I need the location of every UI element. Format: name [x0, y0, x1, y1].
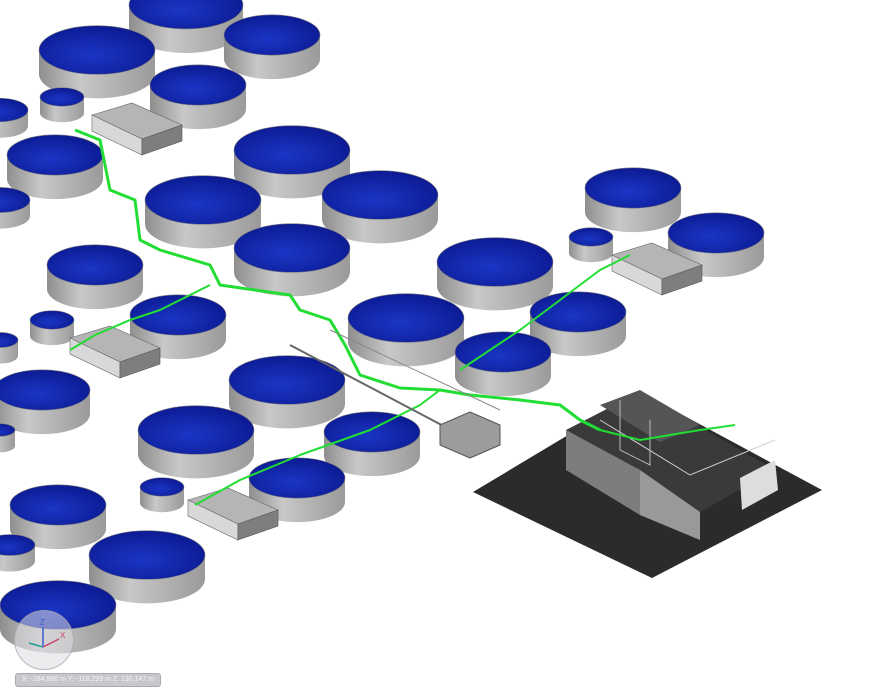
storage-tank[interactable] [529, 291, 627, 357]
pump-building[interactable] [69, 325, 161, 379]
storage-tank[interactable] [228, 355, 346, 429]
storage-tank[interactable] [0, 369, 91, 435]
plant-platform [473, 390, 822, 578]
storage-tank[interactable] [139, 477, 185, 513]
pump-building[interactable] [611, 242, 703, 296]
storage-tank[interactable] [0, 187, 31, 229]
axis-icon: Z X [28, 618, 66, 648]
storage-tank[interactable] [29, 310, 75, 346]
storage-tank[interactable] [584, 167, 682, 233]
storage-tank[interactable] [144, 175, 262, 249]
storage-tank[interactable] [0, 423, 16, 453]
pump-buildings [69, 102, 703, 541]
storage-tank[interactable] [0, 97, 29, 138]
x-axis-label: X [60, 631, 66, 640]
storage-tank[interactable] [6, 134, 104, 200]
storage-tank[interactable] [149, 64, 247, 130]
storage-tank[interactable] [9, 484, 107, 550]
storage-tank[interactable] [347, 293, 465, 367]
storage-tank[interactable] [233, 223, 351, 297]
storage-tank[interactable] [233, 125, 351, 199]
coord-y: Y: -118,299 m [67, 676, 111, 683]
storage-tank[interactable] [38, 25, 156, 99]
storage-tank[interactable] [321, 170, 439, 244]
coord-x: X: -184,886 m [22, 676, 66, 683]
storage-tank[interactable] [39, 87, 85, 123]
storage-tank[interactable] [46, 244, 144, 310]
storage-tank[interactable] [223, 14, 321, 80]
storage-tank[interactable] [137, 405, 255, 479]
storage-tank[interactable] [128, 0, 244, 53]
storage-tank[interactable] [0, 332, 19, 364]
view-orientation-gizmo[interactable]: Z X [14, 610, 74, 670]
storage-tank[interactable] [323, 411, 421, 477]
z-axis-label: Z [40, 618, 45, 627]
storage-tank[interactable] [454, 331, 552, 397]
coord-z: Z: 130,147 m [112, 676, 155, 683]
storage-tank[interactable] [568, 227, 614, 263]
coordinate-readout: X: -184,886 m Y: -118,299 m Z: 130,147 m [15, 673, 162, 687]
storage-tank[interactable] [0, 534, 36, 572]
pump-building[interactable] [91, 102, 183, 156]
storage-tank[interactable] [436, 237, 554, 311]
storage-tank[interactable] [88, 530, 206, 604]
pipe-network [69, 128, 736, 506]
